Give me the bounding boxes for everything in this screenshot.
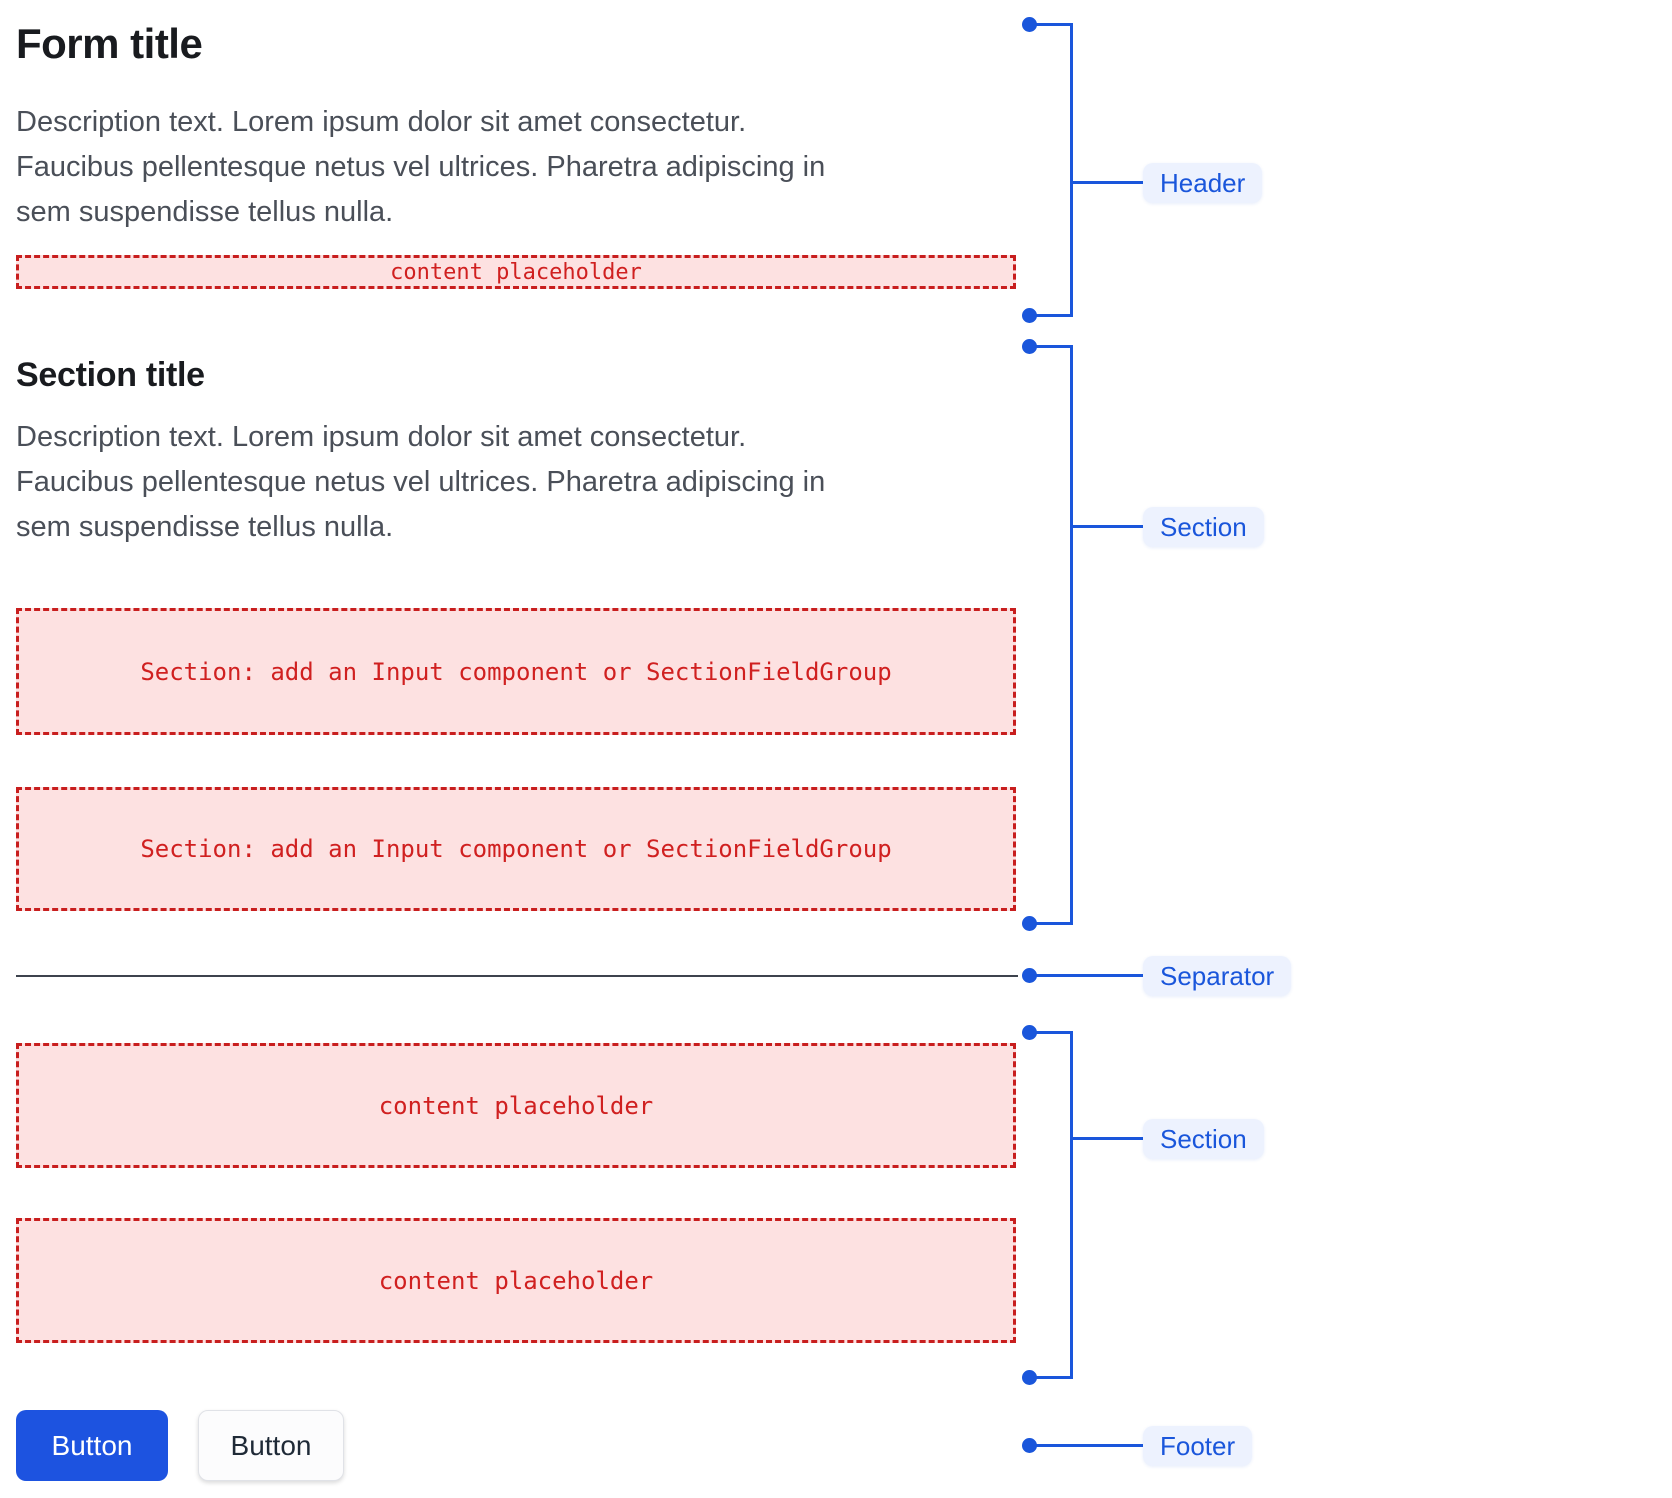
bracket-line [1030,1444,1143,1447]
separator-line [16,975,1018,977]
section-input-slot-1: Section: add an Input component or Secti… [16,608,1016,735]
connector-dot [1022,17,1037,32]
header-content-placeholder: content placeholder [16,255,1016,289]
bracket-line [1070,525,1143,528]
connector-dot [1022,1025,1037,1040]
annotation-label-section: Section [1143,1119,1264,1159]
bracket-rail [1070,25,1073,316]
bracket-line [1030,345,1073,348]
connector-dot [1022,1370,1037,1385]
section-description: Description text. Lorem ipsum dolor sit … [16,421,826,543]
primary-button[interactable]: Button [16,1410,168,1481]
section-title: Section title [16,356,205,394]
connector-dot [1022,968,1037,983]
bracket-line [1070,1137,1143,1140]
bracket-rail [1070,1033,1073,1378]
bracket-line [1070,181,1143,184]
content-slot-2: content placeholder [16,1218,1016,1343]
annotation-label-separator: Separator [1143,956,1292,996]
secondary-button[interactable]: Button [198,1410,344,1481]
bracket-line [1030,974,1143,977]
bracket-line [1030,23,1073,26]
annotation-label-section: Section [1143,507,1264,547]
connector-dot [1022,1438,1037,1453]
bracket-line [1030,314,1073,317]
bracket-line [1030,1376,1073,1379]
form-description: Description text. Lorem ipsum dolor sit … [16,106,826,228]
annotation-label-footer: Footer [1143,1426,1253,1466]
section-input-slot-2: Section: add an Input component or Secti… [16,787,1016,911]
form-title: Form title [16,20,203,67]
annotation-label-header: Header [1143,163,1263,203]
content-slot-1: content placeholder [16,1043,1016,1168]
connector-dot [1022,308,1037,323]
bracket-line [1030,922,1073,925]
connector-dot [1022,339,1037,354]
connector-dot [1022,916,1037,931]
bracket-line [1030,1031,1073,1034]
bracket-rail [1070,347,1073,924]
